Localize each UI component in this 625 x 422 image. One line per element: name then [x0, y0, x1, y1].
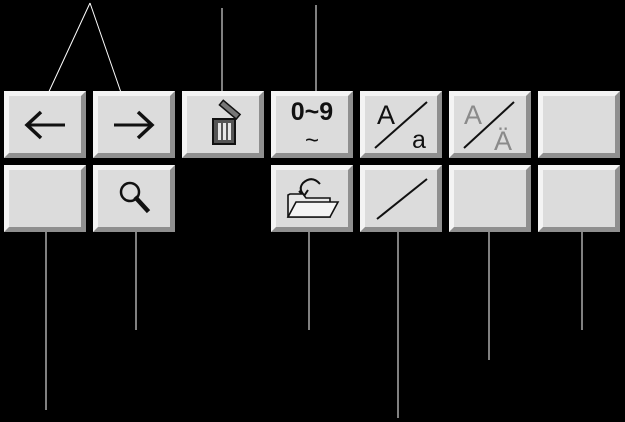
search-key[interactable]	[93, 165, 175, 232]
trash-icon	[212, 98, 242, 145]
case-toggle-key[interactable]: A a	[360, 91, 442, 158]
umlaut-toggle-key[interactable]: A Ä	[449, 91, 531, 158]
case-toggle-label-upper: A	[377, 100, 395, 130]
slash-icon	[376, 177, 428, 220]
umlaut-toggle-label-lower: Ä	[494, 126, 512, 154]
blank-key-bottom-6[interactable]	[449, 165, 531, 232]
numeric-mode-label-top: 0~9	[291, 98, 333, 126]
numeric-mode-label-bottom: ~	[305, 127, 319, 154]
leader-line-arrows-right	[89, 2, 126, 105]
numeric-mode-icon: 0~9 ~	[291, 98, 333, 154]
folder-open-icon	[286, 177, 340, 218]
case-toggle-icon: A a	[374, 100, 428, 154]
cursor-left-key[interactable]	[4, 91, 86, 158]
leader-line-arrows-left	[45, 2, 91, 99]
umlaut-toggle-label-upper: A	[464, 100, 482, 130]
blank-key-bottom-left[interactable]	[4, 165, 86, 232]
delete-key[interactable]	[182, 91, 264, 158]
magnifier-icon	[119, 181, 151, 213]
umlaut-toggle-icon: A Ä	[463, 100, 515, 154]
open-folder-key[interactable]	[271, 165, 353, 232]
arrow-left-icon	[24, 110, 65, 139]
case-toggle-label-lower: a	[412, 126, 426, 154]
numeric-mode-key[interactable]: 0~9 ~	[271, 91, 353, 158]
cursor-right-key[interactable]	[93, 91, 175, 158]
blank-key-top-right[interactable]	[538, 91, 620, 158]
blank-key-bottom-7[interactable]	[538, 165, 620, 232]
arrow-right-icon	[114, 110, 155, 139]
slash-key[interactable]	[360, 165, 442, 232]
